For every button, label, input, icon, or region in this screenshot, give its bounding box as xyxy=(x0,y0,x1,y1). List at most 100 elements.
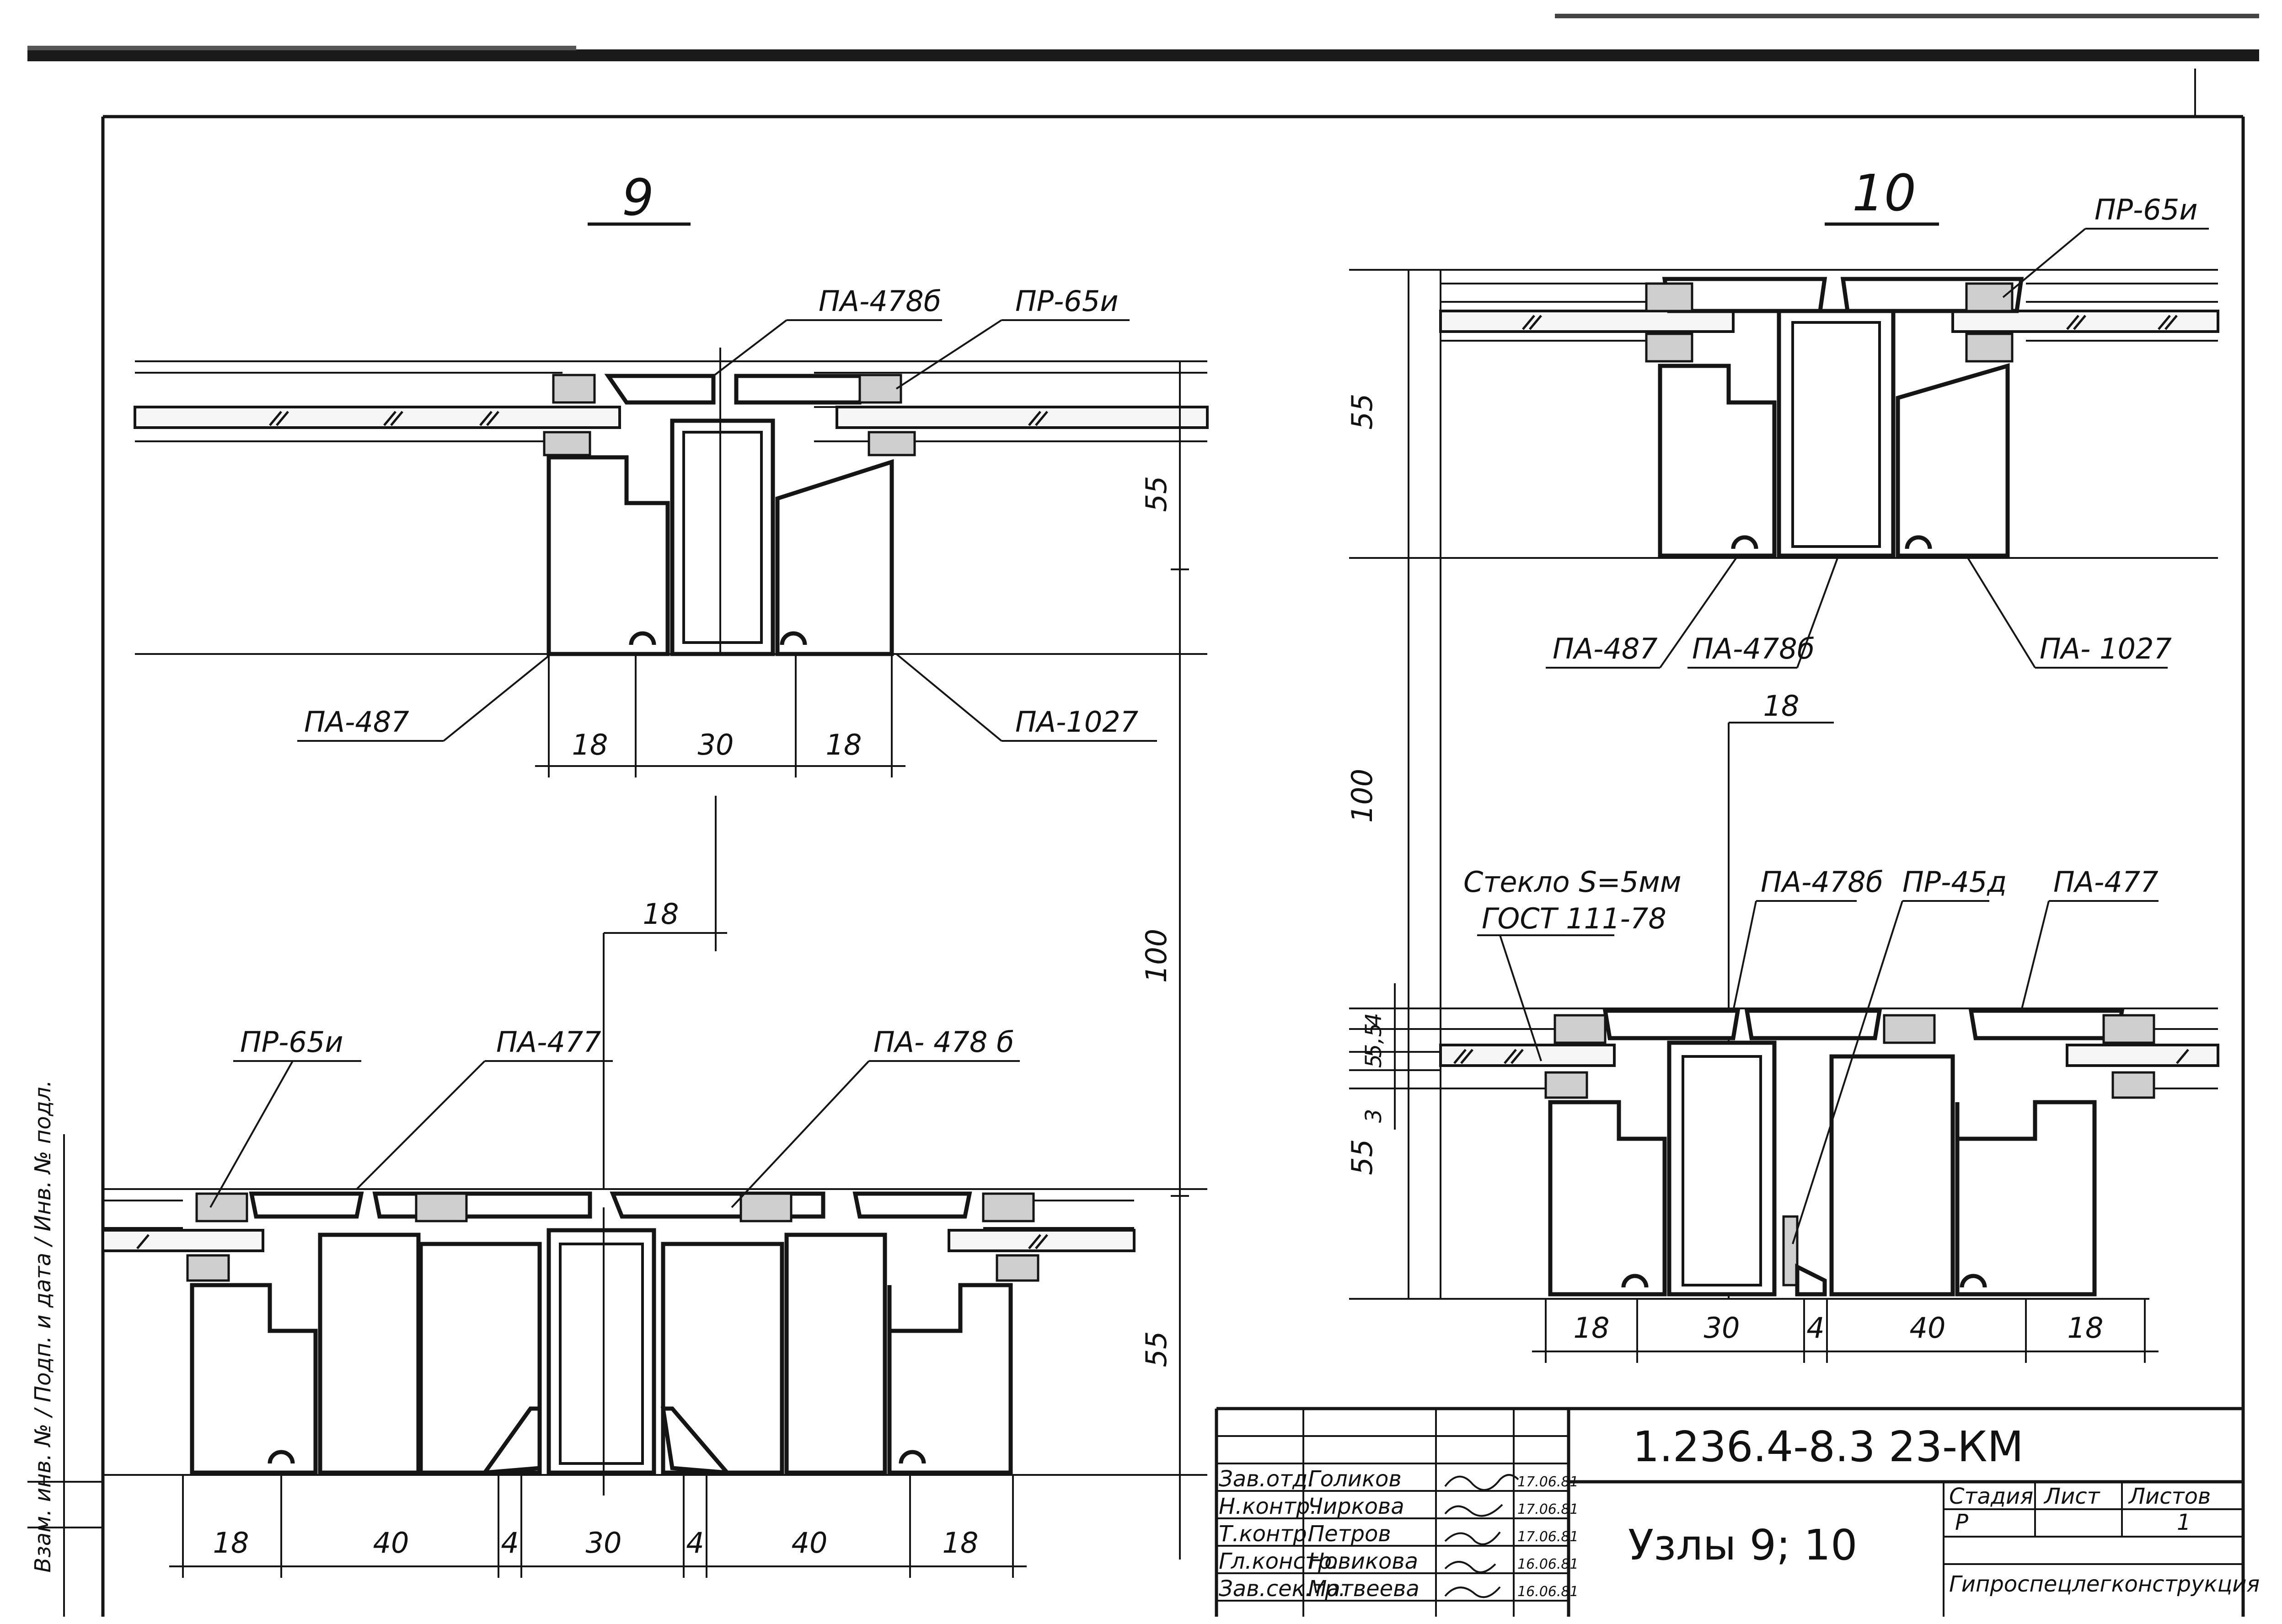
sheet-title: Узлы 9; 10 xyxy=(1628,1521,1858,1570)
frame-10-center xyxy=(1829,1054,1955,1297)
label-10-pa477-bottom: ПА-477 xyxy=(2053,865,2159,899)
frame-9-right xyxy=(887,1283,1013,1475)
dim-9-bottom-6: 18 xyxy=(943,1526,979,1560)
dim-10-bottom-4: 18 xyxy=(2068,1311,2104,1345)
frame-pa1027-top xyxy=(775,459,894,656)
dim-9-bottom-0: 18 xyxy=(213,1526,249,1560)
tb-date-3: 16.06.81 xyxy=(1517,1556,1579,1572)
tb-role-4: Зав.сек.тр. xyxy=(1219,1576,1346,1602)
label-9-pa477-bottom: ПА-477 xyxy=(496,1025,601,1059)
dim-9-offset: 18 xyxy=(643,897,679,931)
dim-9-bottom-3: 30 xyxy=(586,1526,622,1560)
gasket-10-2 xyxy=(1883,1014,1936,1044)
node-9-title: 9 xyxy=(622,168,654,227)
label-9-pr65i-bottom: ПР-65и xyxy=(240,1025,343,1059)
dim-10-small-4: 4 xyxy=(1361,1013,1387,1027)
tb-name-4: Матвеева xyxy=(1308,1576,1420,1602)
mullion-top xyxy=(670,418,775,656)
dim-9-bottom-2: 4 xyxy=(501,1526,519,1560)
tb-date-4: 16.06.81 xyxy=(1517,1584,1579,1600)
label-10-glass-line1: Стекло S=5мм xyxy=(1463,865,1682,899)
dim-9-top-mid: 30 xyxy=(698,728,734,761)
dim-9-top-left: 18 xyxy=(572,728,608,761)
label-9-pr65i-top: ПР-65и xyxy=(1015,284,1119,318)
frame-9-left xyxy=(190,1283,318,1475)
gasket-10-3 xyxy=(2102,1014,2155,1044)
frame-10-left xyxy=(1548,1100,1667,1297)
signature-rows: Зав.отд. Голиков 17.06.81 Н.контр. Чирко… xyxy=(1219,1466,1579,1602)
tb-name-1: Чиркова xyxy=(1308,1494,1404,1519)
side-stamp: Взам. инв. № / Подп. и дата / Инв. № под… xyxy=(30,1080,56,1572)
dim-9-bottom-5: 40 xyxy=(792,1526,828,1560)
frame-pa487-top xyxy=(546,455,670,656)
signatures xyxy=(1444,1474,1519,1598)
cap-pa478b-top xyxy=(604,374,716,405)
seal-pr45d xyxy=(1782,1215,1799,1286)
gasket-9-4 xyxy=(982,1192,1035,1222)
tb-name-2: Петров xyxy=(1308,1521,1391,1547)
mullion-9-right xyxy=(784,1233,887,1475)
gasket-10-1 xyxy=(1553,1014,1607,1044)
stage-value: Р xyxy=(1955,1510,1968,1535)
title-block: 1.236.4-8.3 23-КМ Узлы 9; 10 Стадия Лист… xyxy=(1215,1407,2260,1617)
tb-date-0: 17.06.81 xyxy=(1517,1474,1579,1490)
node-10-title: 10 xyxy=(1852,164,1916,222)
gasket-9-3 xyxy=(739,1192,793,1222)
label-10-glass-line2: ГОСТ 111-78 xyxy=(1482,902,1666,935)
gasket-top-right xyxy=(858,374,902,404)
tb-role-0: Зав.отд. xyxy=(1219,1466,1315,1492)
dim-9-right-55-top: 55 xyxy=(1140,476,1173,512)
glass-pane-9-left xyxy=(102,1229,264,1252)
sheets-header: Листов xyxy=(2128,1484,2211,1509)
dim-9-right-100: 100 xyxy=(1140,929,1173,983)
dim-10-offset: 18 xyxy=(1763,689,1800,723)
organization: Гипроспецлегконструкция xyxy=(1949,1571,2260,1597)
stage-header: Стадия xyxy=(1949,1484,2033,1509)
frame-10-right xyxy=(1955,1100,2097,1297)
dim-10-left-55-bottom: 55 xyxy=(1345,1139,1379,1175)
dim-10-left-100: 100 xyxy=(1345,769,1379,823)
mullion-10-bottom xyxy=(1667,1040,1777,1297)
node-10-lower-assembly: 18 30 4 40 18 xyxy=(1349,1008,2219,1363)
gasket-9-1 xyxy=(195,1192,248,1222)
glass-pane-10-top-right xyxy=(1951,310,2219,333)
mullion-10-top xyxy=(1777,309,1896,558)
glass-pane-10-bottom-left xyxy=(1439,1044,1616,1067)
label-10-pr65i-top: ПР-65и xyxy=(2095,193,2198,226)
mullion-9-center xyxy=(546,1228,656,1475)
node-10-upper-assembly xyxy=(1349,269,2219,1299)
gasket-10-top-2 xyxy=(1965,282,2014,312)
sheets-value: 1 xyxy=(2177,1510,2191,1535)
glass-pane-right xyxy=(836,406,1209,429)
drawing-frame xyxy=(27,115,2245,1617)
drawing-code: 1.236.4-8.3 23-КМ xyxy=(1633,1422,2024,1471)
tb-name-3: Новикова xyxy=(1308,1549,1418,1574)
scan-top-band xyxy=(27,14,2259,117)
tb-date-2: 17.06.81 xyxy=(1517,1529,1579,1545)
node-10: 10 xyxy=(1345,164,2219,1363)
tb-role-2: Т.контр. xyxy=(1219,1521,1314,1547)
dim-10-left-55-top: 55 xyxy=(1345,394,1379,430)
gasket-top-left xyxy=(552,374,596,404)
dim-10-small-5: 5 xyxy=(1361,1054,1387,1068)
dim-10-bottom-1: 30 xyxy=(1704,1311,1740,1345)
label-10-pa478b-bottom: ПА-478б xyxy=(1761,865,1883,899)
dim-10-bottom-0: 18 xyxy=(1574,1311,1610,1345)
label-9-pa487-top: ПА-487 xyxy=(304,705,409,739)
dim-9-top-right: 18 xyxy=(826,728,862,761)
label-10-pa487-top: ПА-487 xyxy=(1553,632,1658,665)
tb-name-0: Голиков xyxy=(1308,1466,1402,1492)
frame-10-top-left xyxy=(1658,364,1777,558)
glass-pane-10-bottom-right xyxy=(2066,1044,2219,1067)
sheet-header: Лист xyxy=(2043,1484,2101,1509)
node-9-lower-assembly: 18 40 4 30 4 40 18 xyxy=(102,1188,1207,1578)
dim-9-right-55-bottom: 55 xyxy=(1140,1331,1173,1367)
mullion-9-left xyxy=(318,1233,421,1475)
label-10-pr45d-bottom: ПР-45д xyxy=(1902,865,2007,899)
dim-10-small-3: 3 xyxy=(1361,1109,1387,1123)
dim-10-bottom-3: 40 xyxy=(1910,1311,1946,1345)
node-9: 9 xyxy=(102,168,1209,1578)
label-9-pa478b-top: ПА-478б xyxy=(819,284,941,318)
